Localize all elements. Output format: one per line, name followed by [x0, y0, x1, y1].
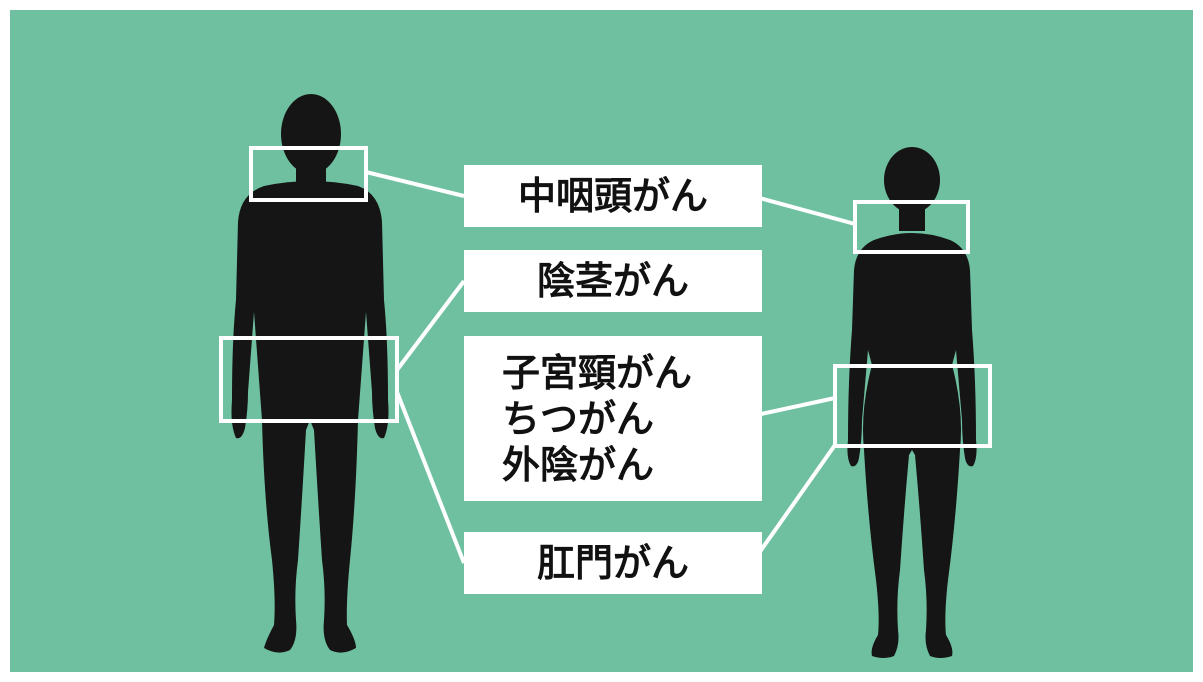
male-silhouette	[231, 94, 389, 653]
connector-male-anus	[395, 391, 466, 564]
label-vulvar-cancer-text: 外陰がん	[502, 442, 655, 487]
label-female-cancers: 子宮頸がん ちつがん 外陰がん	[464, 336, 762, 501]
connector-male-throat	[365, 170, 465, 198]
female-throat-box	[853, 200, 970, 254]
label-penile-cancer-text: 陰茎がん	[536, 259, 689, 303]
connector-female-anus	[750, 443, 837, 565]
male-throat-box	[249, 146, 368, 202]
label-penile-cancer: 陰茎がん	[464, 250, 762, 312]
highlight-boxes	[219, 146, 992, 448]
female-silhouette	[847, 147, 977, 658]
connector-lines	[365, 170, 856, 565]
label-oropharyngeal-cancer: 中咽頭がん	[464, 165, 762, 227]
label-anal-cancer-text: 肛門がん	[536, 541, 689, 585]
connector-male-penis	[395, 279, 466, 372]
label-cervical-cancer-text: 子宮頸がん	[502, 350, 693, 395]
label-vaginal-cancer-text: ちつがん	[502, 396, 655, 441]
connector-female-genital	[751, 396, 836, 418]
connector-female-throat	[751, 194, 856, 226]
female-pelvis-box	[833, 364, 992, 448]
label-oropharyngeal-cancer-text: 中咽頭がん	[517, 174, 708, 218]
figures-svg	[219, 94, 992, 658]
diagram-panel: 中咽頭がん 陰茎がん 子宮頸がん ちつがん 外陰がん 肛門がん	[10, 10, 1193, 672]
male-pelvis-box	[219, 336, 399, 423]
label-anal-cancer: 肛門がん	[464, 532, 762, 594]
